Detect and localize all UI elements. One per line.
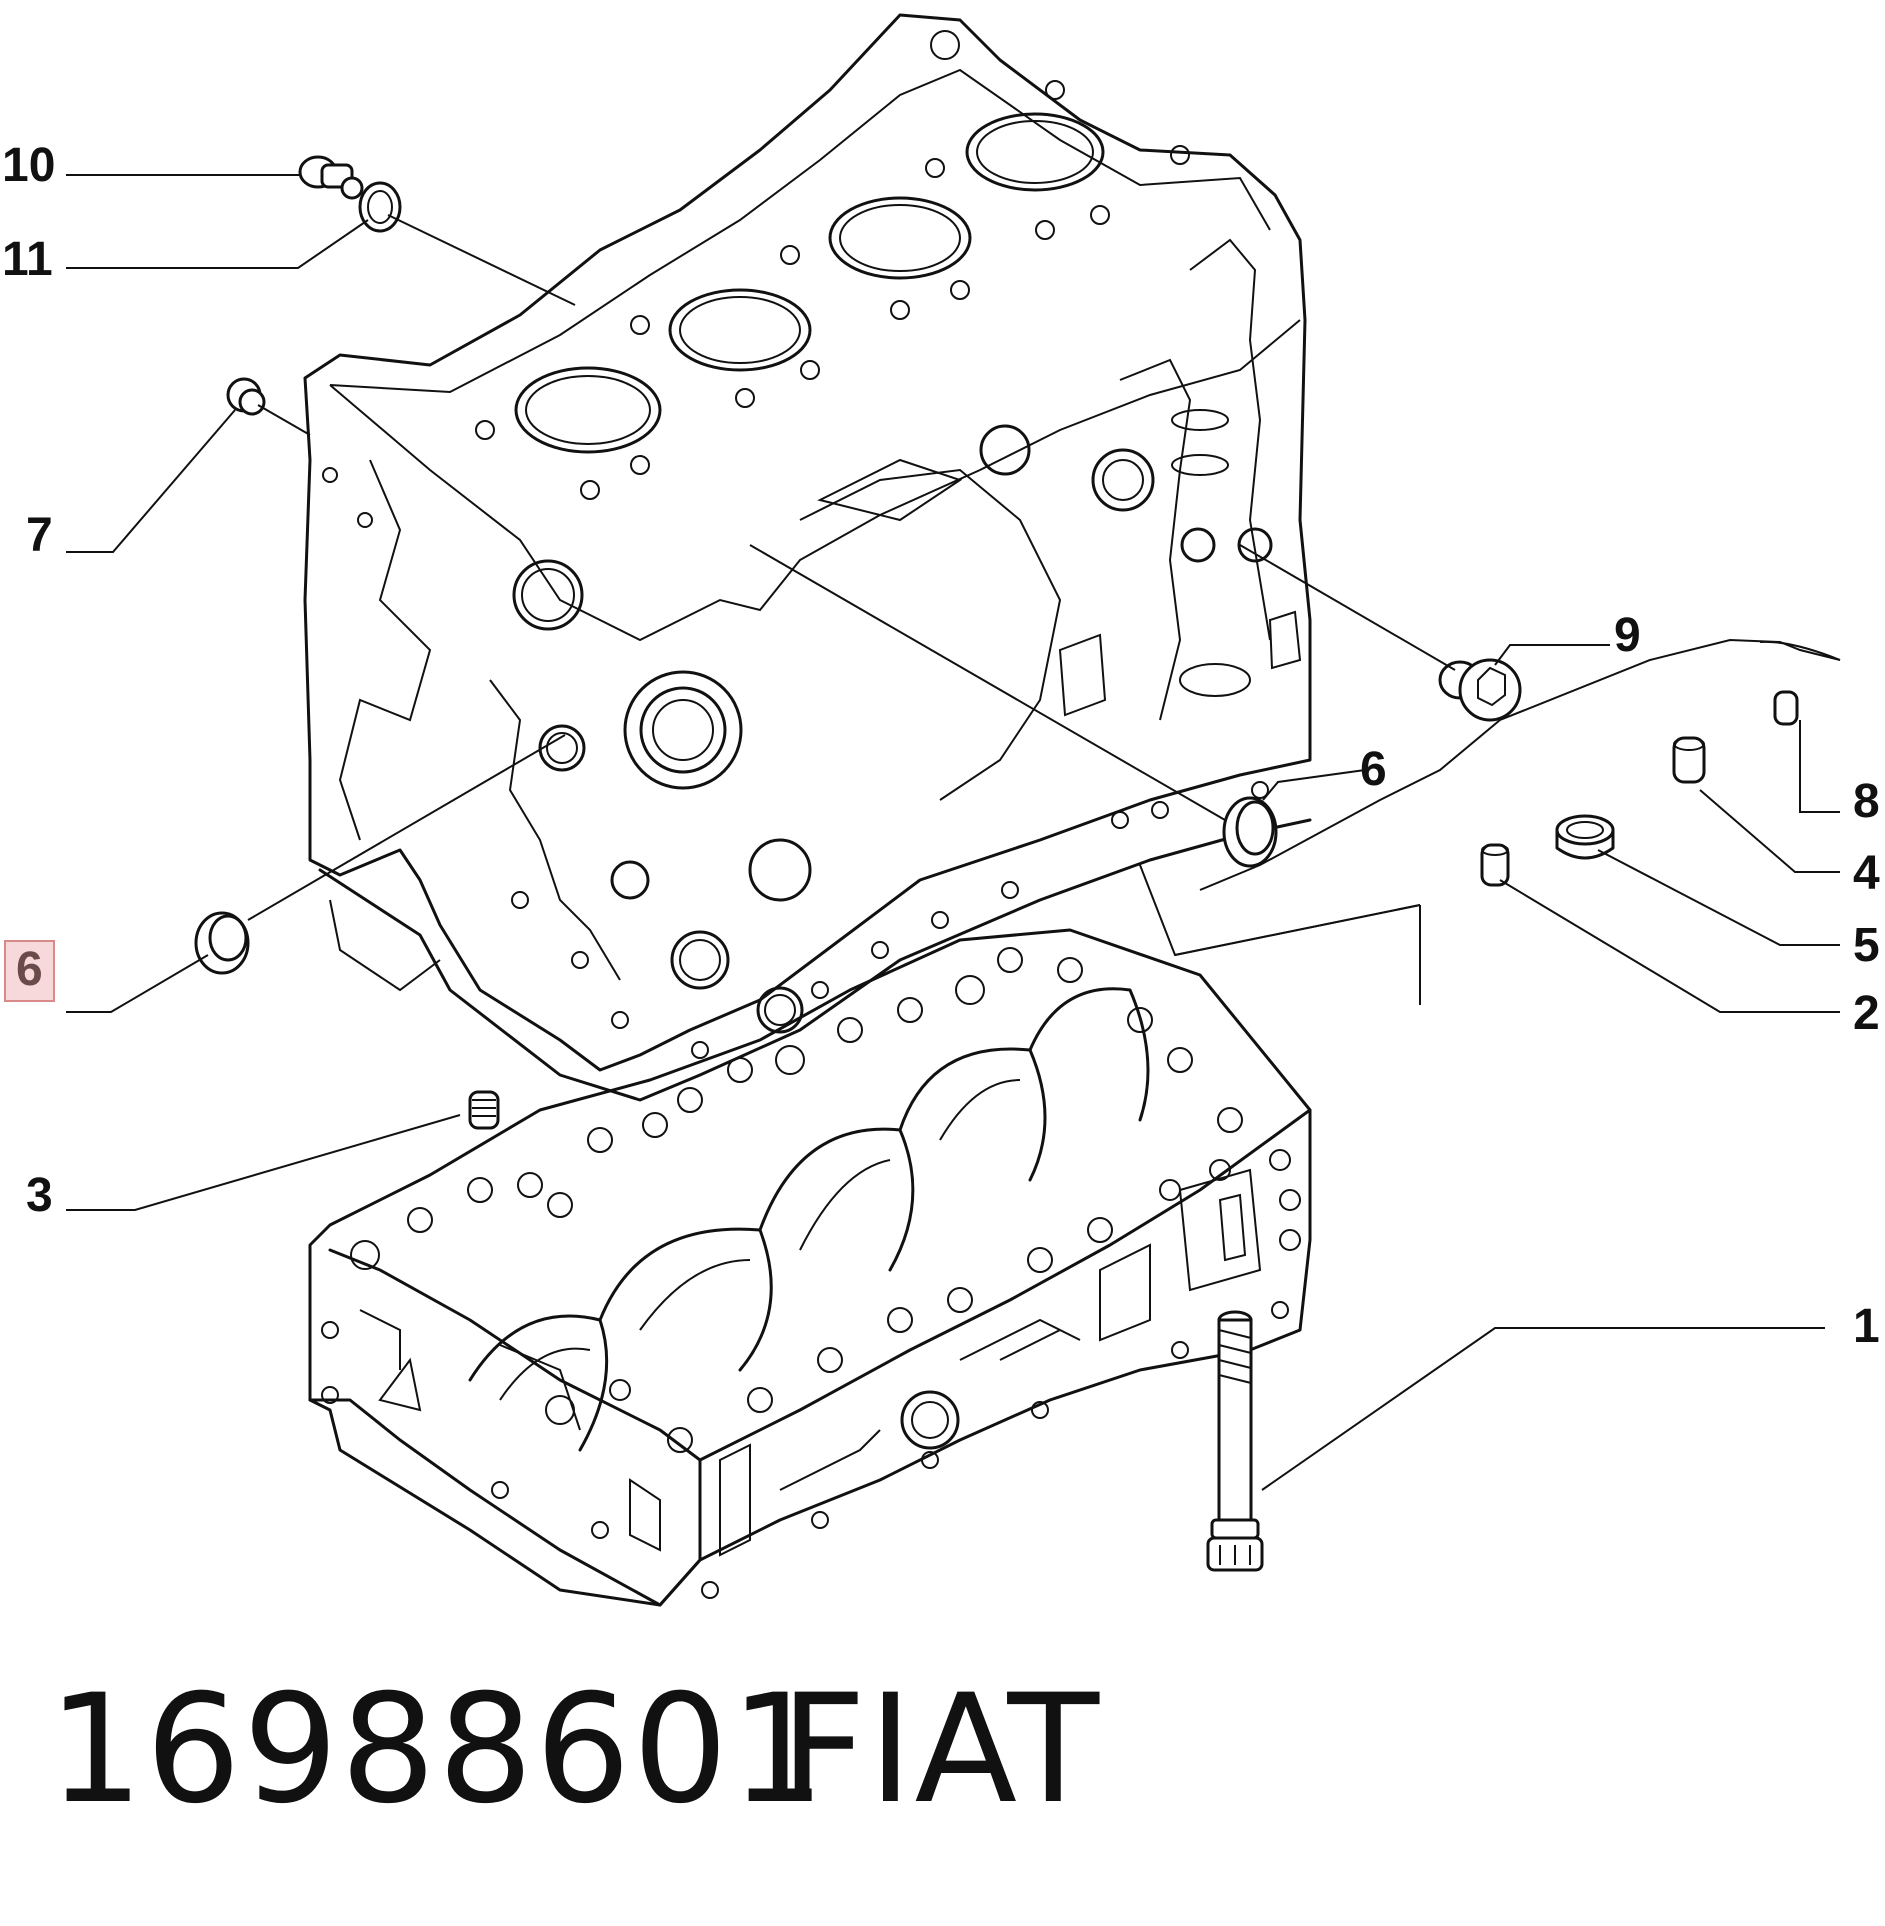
callout-2: 2 xyxy=(1853,987,1880,1040)
dowel-part-4 xyxy=(1672,736,1706,784)
bedplate xyxy=(308,928,1312,1607)
part-number-caption: 16988601 xyxy=(48,1663,828,1837)
callout-9: 9 xyxy=(1614,609,1641,662)
cylinder-block xyxy=(303,13,1312,1102)
callout-10: 10 xyxy=(2,139,56,192)
plug-part-10 xyxy=(298,155,364,200)
callout-6-left-highlighted[interactable]: 6 xyxy=(4,940,55,1002)
brand-caption: FIAT xyxy=(780,1663,1102,1837)
grub-screw-part-3 xyxy=(468,1090,500,1130)
callout-11: 11 xyxy=(2,233,53,286)
pin-part-8 xyxy=(1773,690,1799,726)
bush-part-2 xyxy=(1480,843,1510,887)
leader-lines xyxy=(66,174,1841,1491)
ring-part-5 xyxy=(1555,814,1615,860)
washer-part-11 xyxy=(358,181,402,233)
seal-part-6-right xyxy=(1222,796,1278,868)
drain-plug-part-9 xyxy=(1438,658,1522,722)
callout-8: 8 xyxy=(1853,775,1880,828)
callout-6-right: 6 xyxy=(1360,743,1387,796)
plug-part-7 xyxy=(226,377,266,416)
callout-5: 5 xyxy=(1853,919,1880,972)
callout-1: 1 xyxy=(1853,1300,1880,1353)
callout-7: 7 xyxy=(26,509,53,562)
seal-part-6-left xyxy=(194,911,250,975)
callout-4: 4 xyxy=(1853,847,1880,900)
bolt-part-1 xyxy=(1206,1310,1264,1572)
callout-3: 3 xyxy=(26,1169,53,1222)
